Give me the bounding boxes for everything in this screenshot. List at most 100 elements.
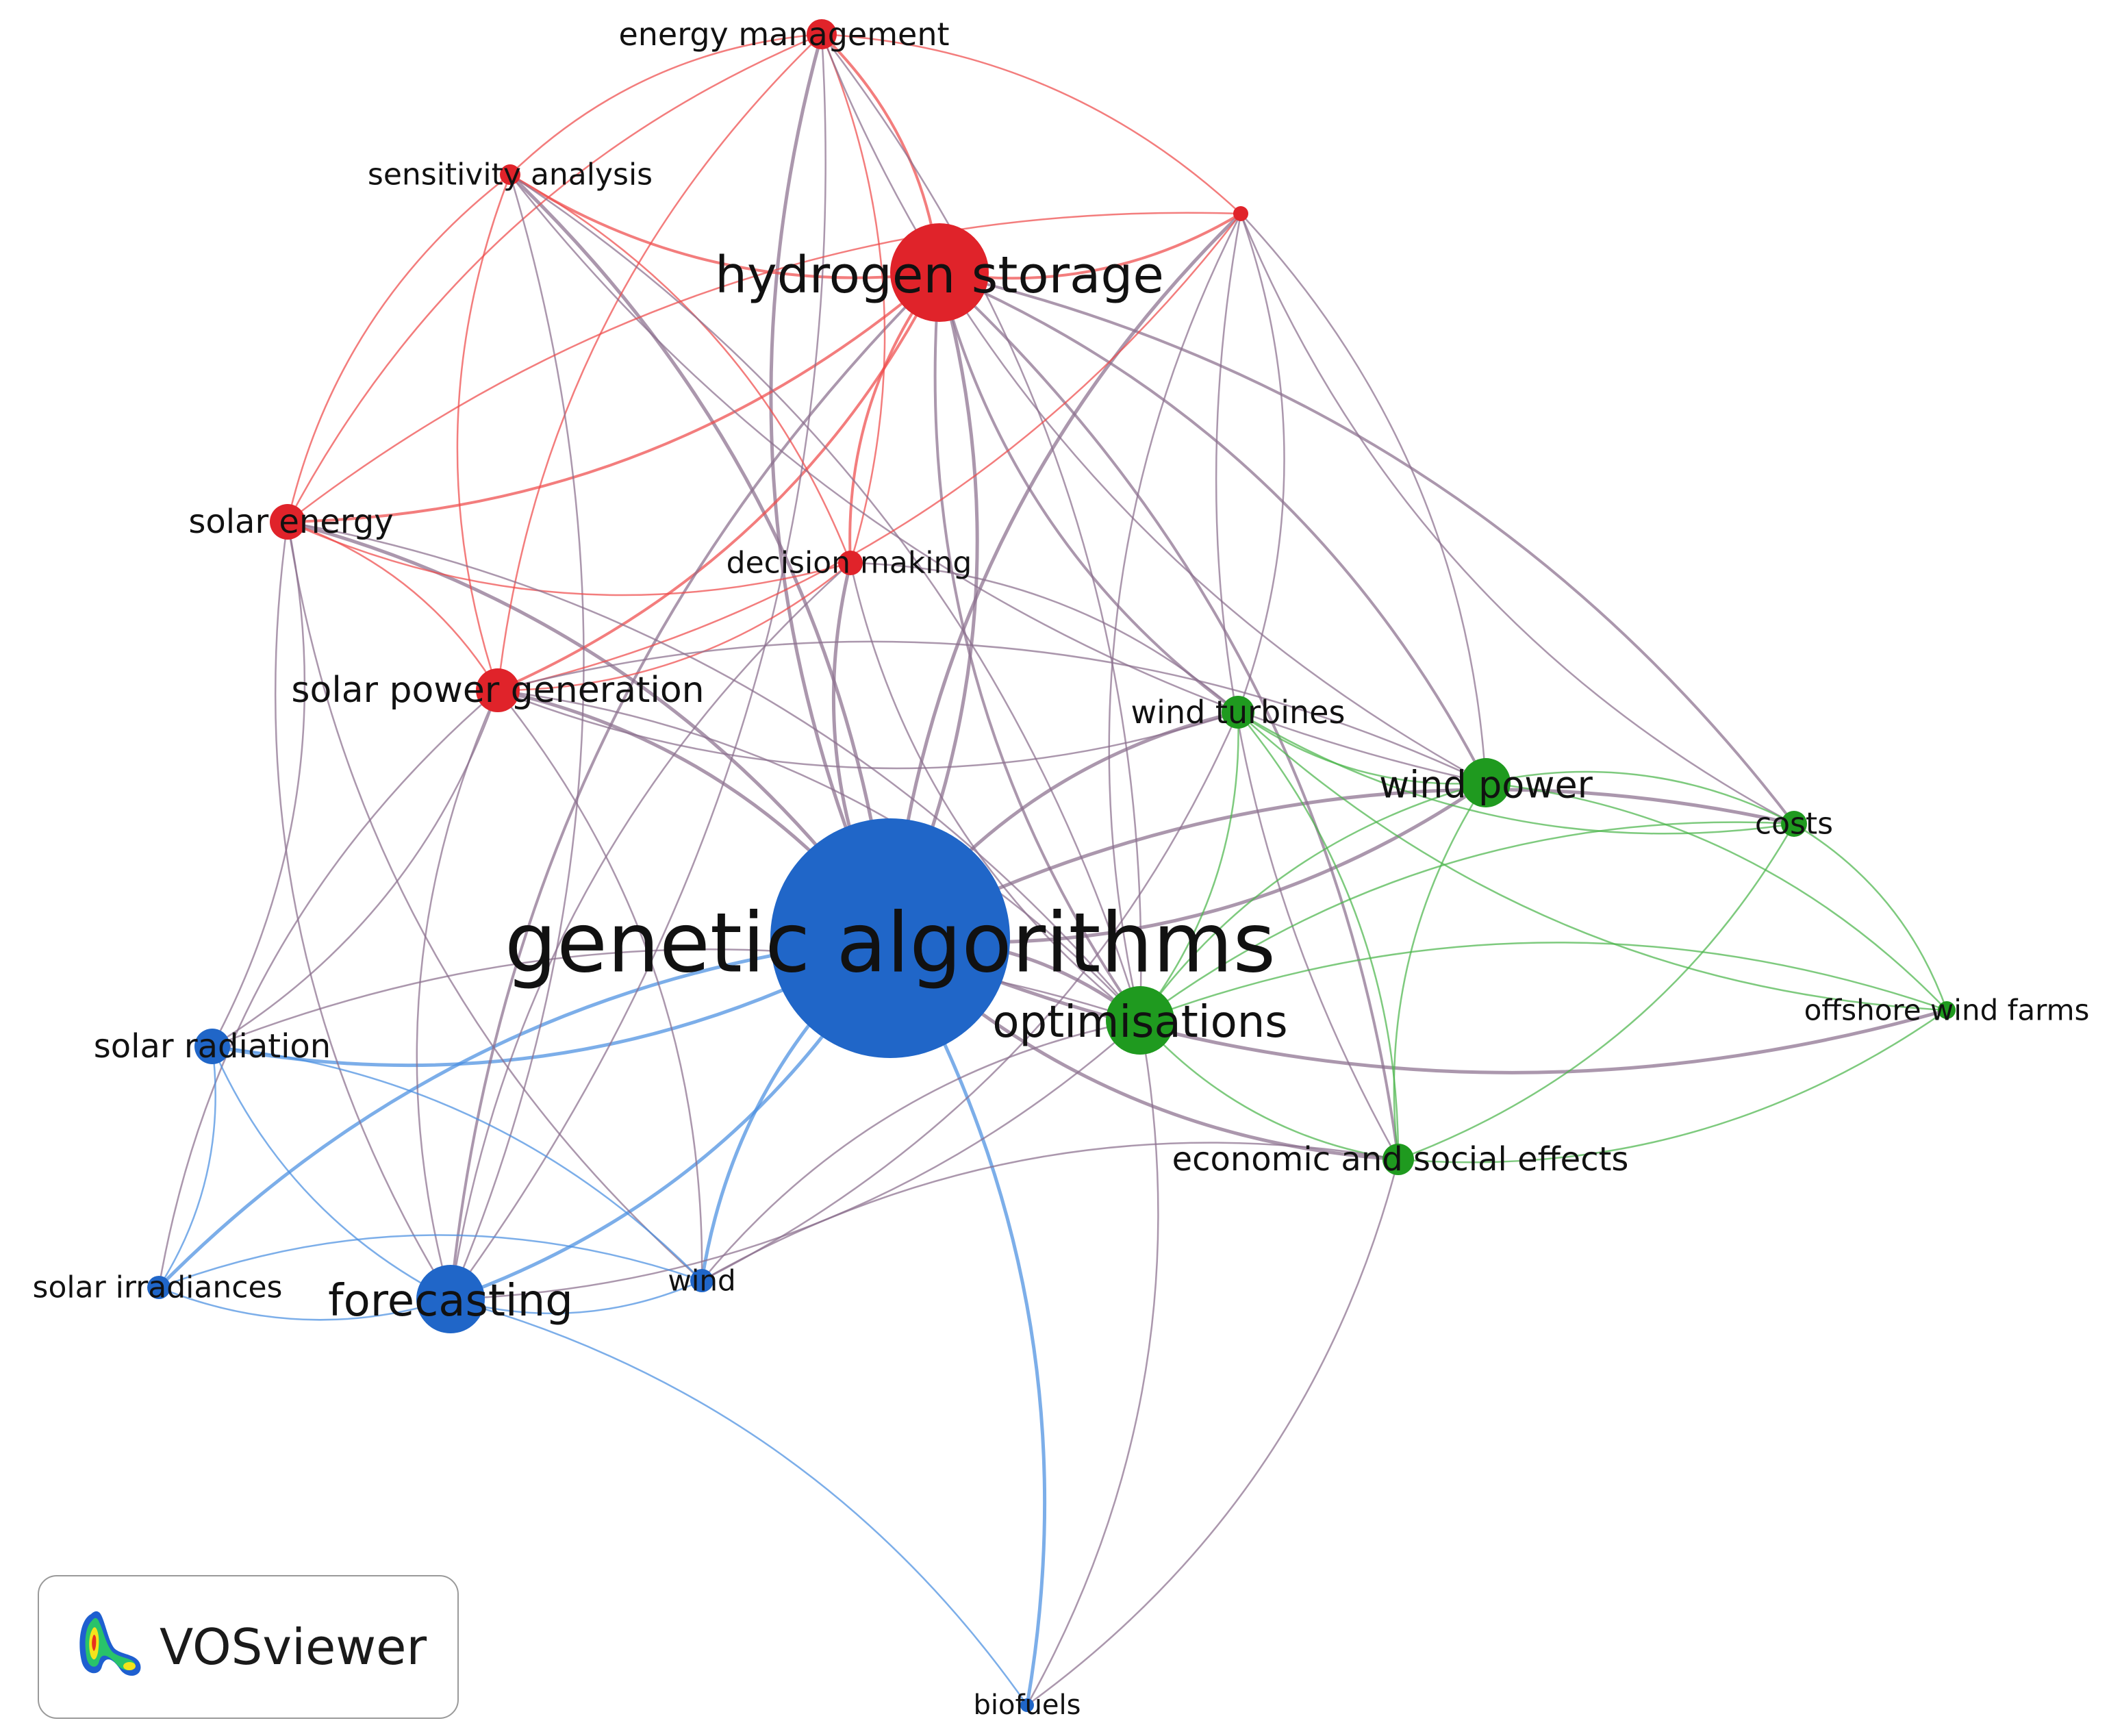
edge-genetic-algorithms-unlabeled-red	[888, 212, 1242, 939]
node-unlabeled-red[interactable]	[1233, 206, 1248, 221]
edge-optimisations-wind	[701, 1019, 1141, 1281]
node-wind-turbines[interactable]	[1222, 696, 1254, 729]
edge-solar-energy-wind	[286, 521, 703, 1281]
node-genetic-algorithms[interactable]	[770, 818, 1010, 1058]
edge-solar-irradiances-wind	[158, 1234, 703, 1289]
edge-solar-irradiances-forecasting	[158, 1286, 451, 1321]
edge-optimisations-forecasting	[450, 1020, 1141, 1300]
edge-solar-power-generation-forecasting	[416, 690, 499, 1300]
edge-solar-power-generation-solar-radiation	[212, 690, 499, 1048]
edge-solar-radiation-forecasting	[211, 1046, 451, 1300]
edge-solar-energy-solar-power-generation	[287, 520, 499, 691]
edge-costs-economic-and-social-effects	[1398, 823, 1795, 1161]
edge-sensitivity-analysis-solar-power-generation	[456, 174, 512, 691]
edge-forecasting-wind	[450, 1279, 703, 1315]
edge-hydrogen-storage-costs	[939, 271, 1795, 825]
edge-solar-energy-optimisations	[287, 520, 1141, 1021]
edge-energy-management-unlabeled-red	[821, 33, 1241, 214]
node-biofuels[interactable]	[1020, 1698, 1034, 1712]
label-wind: wind	[668, 1264, 735, 1298]
edge-hydrogen-storage-economic-and-social-effects	[938, 271, 1400, 1160]
node-wind-power[interactable]	[1461, 758, 1511, 807]
edge-energy-management-sensitivity-analysis	[509, 33, 822, 175]
node-decision-making[interactable]	[838, 551, 863, 575]
edge-genetic-algorithms-energy-management	[769, 34, 892, 940]
edge-unlabeled-red-wind-power	[1240, 213, 1487, 783]
edge-hydrogen-storage-forecasting	[449, 271, 941, 1300]
edge-unlabeled-red-solar-energy	[287, 212, 1241, 523]
vosviewer-logo-icon	[79, 1611, 141, 1676]
label-solar-energy: solar energy	[188, 503, 393, 541]
edge-energy-management-wind-power	[820, 34, 1487, 784]
labels-layer: genetic algorithms hydrogen storage energy…	[33, 16, 2090, 1721]
edge-unlabeled-red-optimisations	[1108, 213, 1242, 1021]
node-solar-radiation[interactable]	[194, 1029, 230, 1064]
edge-energy-management-solar-energy	[286, 33, 822, 523]
node-offshore-wind-farms[interactable]	[1938, 1001, 1956, 1019]
edge-optimisations-economic-and-social-effects	[1139, 1020, 1399, 1161]
label-wind-power: wind power	[1379, 764, 1593, 807]
label-costs: costs	[1755, 807, 1833, 842]
edge-wind-wind-turbines	[701, 712, 1239, 1282]
node-costs[interactable]	[1781, 811, 1807, 837]
edge-decision-making-solar-power-generation	[497, 562, 851, 692]
edge-unlabeled-red-costs	[1239, 213, 1795, 825]
edge-wind-turbines-costs	[1237, 711, 1795, 835]
edge-solar-energy-decision-making	[287, 520, 851, 596]
label-decision-making: decision making	[727, 546, 972, 581]
node-sensitivity-analysis[interactable]	[500, 164, 520, 185]
edge-sensitivity-analysis-optimisations	[509, 173, 1141, 1021]
edge-unlabeled-red-wind-turbines	[1237, 213, 1285, 713]
node-hydrogen-storage[interactable]	[890, 223, 989, 322]
label-energy-management: energy management	[618, 16, 949, 53]
edge-forecasting-biofuels	[450, 1298, 1028, 1706]
edge-solar-power-generation-solar-irradiances	[157, 690, 498, 1288]
edge-costs-optimisations	[1139, 821, 1795, 1022]
vosviewer-label: VOSviewer	[160, 1618, 427, 1676]
edge-wind-turbines-economic-and-social-effects	[1237, 712, 1400, 1160]
node-energy-management[interactable]	[807, 19, 837, 49]
label-solar-irradiances: solar irradiances	[33, 1270, 283, 1305]
label-economic-and-social-effects: economic and social effects	[1172, 1140, 1629, 1179]
node-optimisations[interactable]	[1106, 986, 1174, 1055]
edge-hydrogen-storage-wind-turbines	[938, 272, 1239, 714]
node-economic-and-social-effects[interactable]	[1382, 1144, 1414, 1175]
edge-wind-power-offshore-wind-farms	[1485, 781, 1947, 1011]
edge-genetic-algorithms-offshore-wind-farms	[889, 936, 1947, 1074]
edge-hydrogen-storage-optimisations	[933, 272, 1141, 1022]
edge-hydrogen-storage-solar-power-generation	[497, 272, 941, 692]
node-wind[interactable]	[690, 1269, 713, 1292]
edge-energy-management-forecasting	[449, 34, 826, 1300]
edge-solar-power-generation-optimisations	[497, 689, 1141, 1021]
edge-optimisations-biofuels	[1026, 1020, 1159, 1706]
node-solar-irradiances[interactable]	[147, 1276, 171, 1299]
label-wind-turbines: wind turbines	[1131, 694, 1346, 731]
label-optimisations: optimisations	[992, 997, 1287, 1048]
label-biofuels: biofuels	[974, 1689, 1081, 1721]
edge-solar-radiation-solar-irradiances	[157, 1046, 216, 1288]
label-offshore-wind-farms: offshore wind farms	[1804, 994, 2090, 1027]
edge-solar-power-generation-wind	[497, 690, 703, 1281]
node-forecasting[interactable]	[416, 1265, 485, 1333]
label-sensitivity-analysis: sensitivity analysis	[368, 158, 653, 192]
edge-wind-power-economic-and-social-effects	[1393, 782, 1487, 1160]
edge-wind-turbines-optimisations	[1139, 712, 1239, 1021]
edge-wind-turbines-offshore-wind-farms	[1237, 712, 1947, 1011]
edge-solar-energy-solar-radiation	[211, 521, 306, 1047]
edge-sensitivity-analysis-solar-energy	[286, 174, 511, 523]
label-genetic-algorithms: genetic algorithms	[505, 896, 1276, 992]
label-solar-radiation: solar radiation	[94, 1027, 331, 1066]
edge-hydrogen-storage-solar-energy	[287, 271, 941, 523]
node-solar-power-generation[interactable]	[476, 668, 520, 712]
edge-unlabeled-red-solar-power-generation	[497, 213, 1241, 692]
label-solar-power-generation: solar power generation	[291, 670, 704, 711]
edge-economic-and-social-effects-biofuels	[1026, 1159, 1400, 1707]
edge-solar-power-generation-wind-turbines	[497, 689, 1239, 770]
edge-energy-management-decision-making	[820, 34, 886, 564]
label-hydrogen-storage: hydrogen storage	[715, 246, 1164, 305]
node-solar-energy[interactable]	[270, 504, 305, 540]
edge-genetic-algorithms-biofuels	[888, 937, 1047, 1706]
edge-hydrogen-storage-wind-power	[939, 271, 1487, 783]
edge-hydrogen-storage-sensitivity-analysis	[509, 173, 940, 279]
